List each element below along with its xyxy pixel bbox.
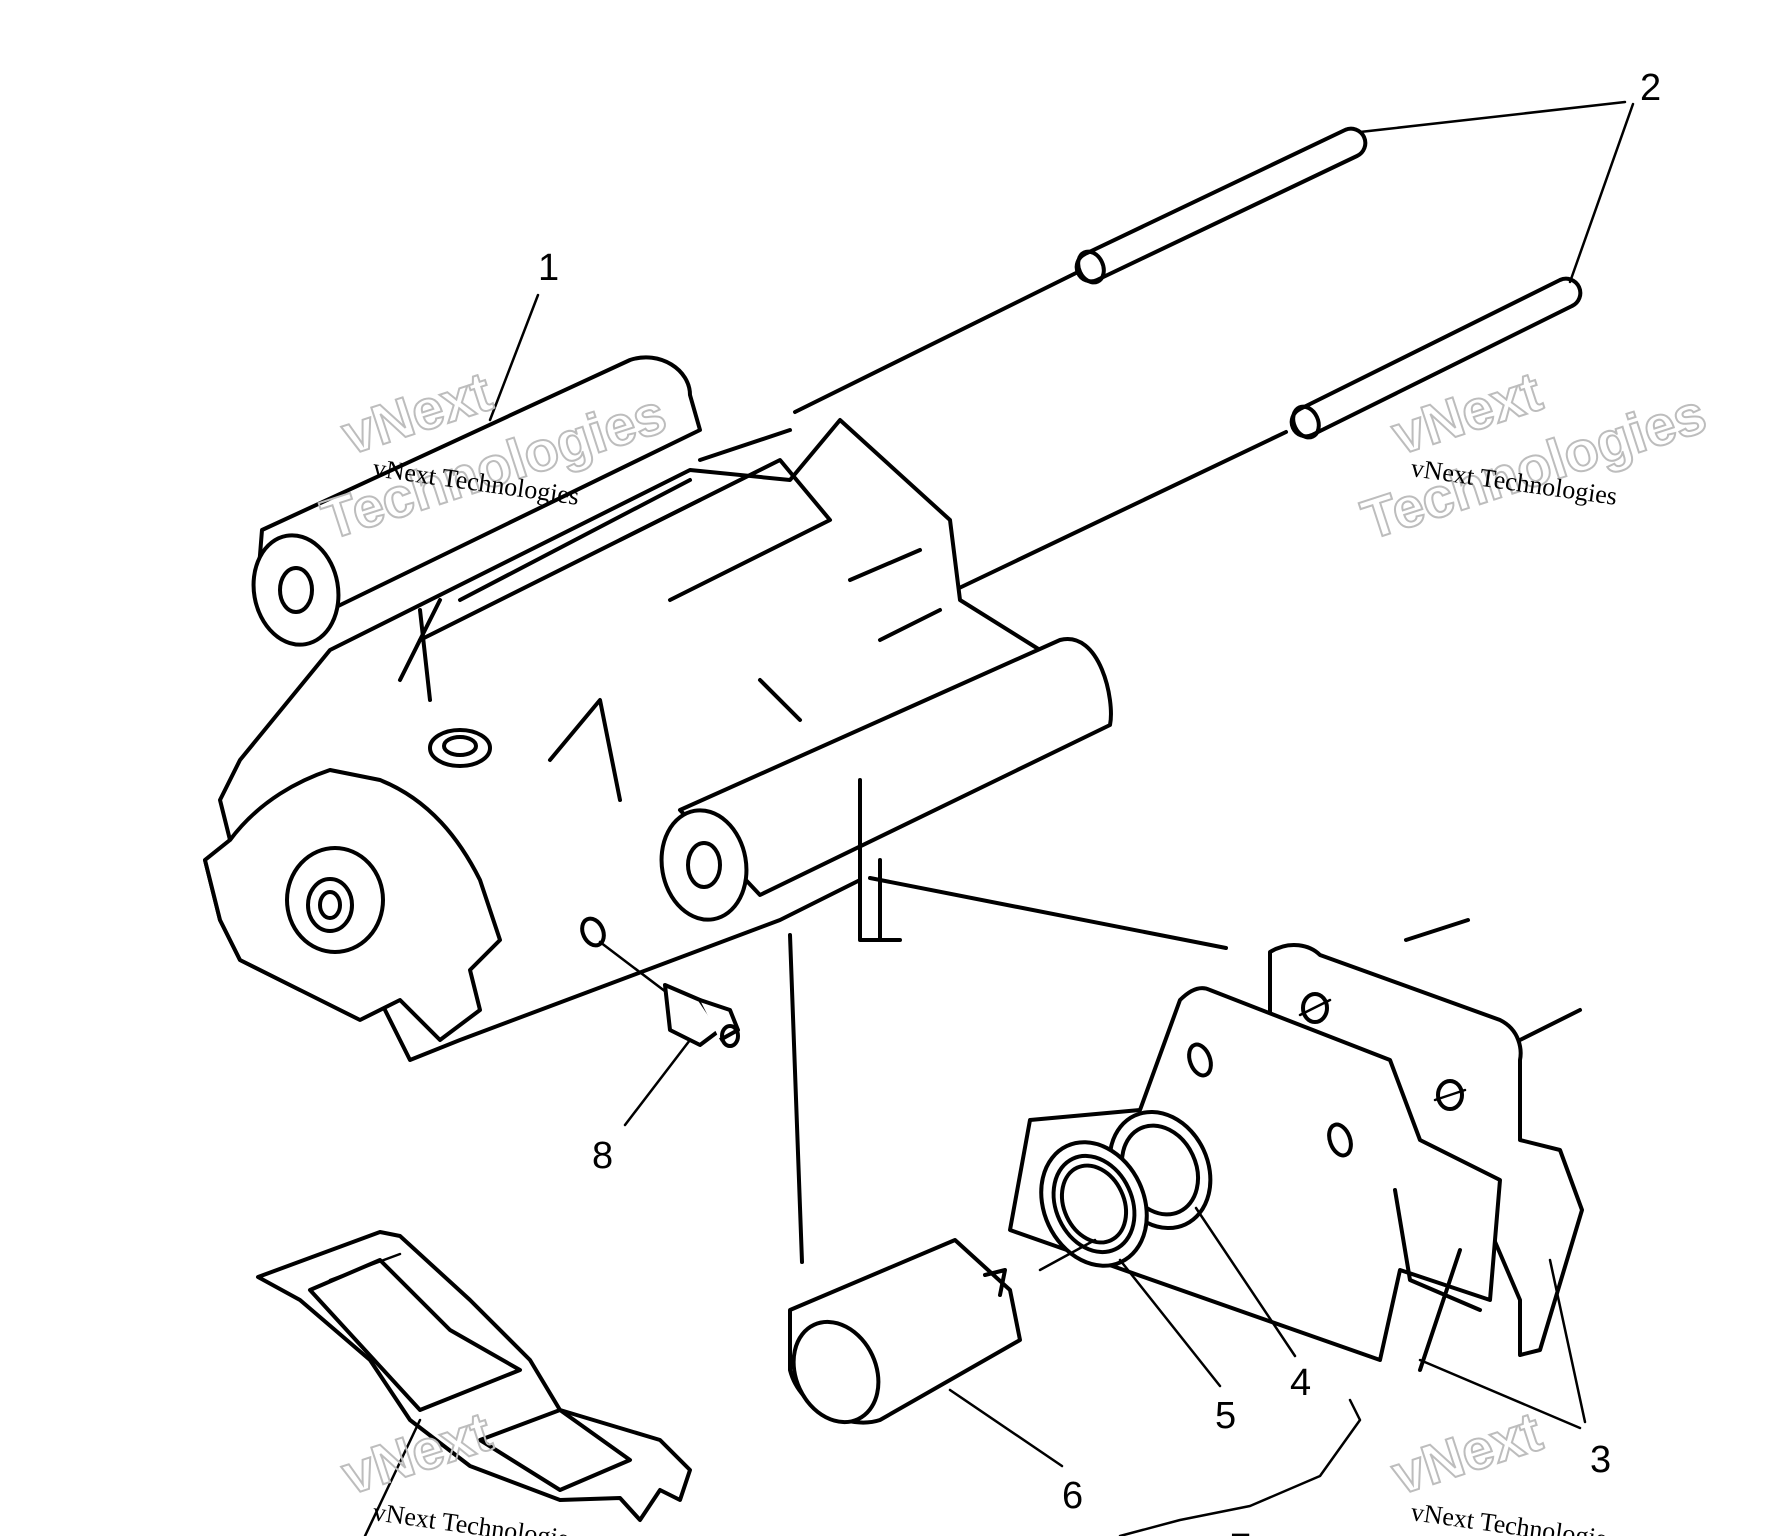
svg-text:vNext Technologies: vNext Technologies: [371, 1497, 581, 1536]
grease-nipple: [598, 940, 740, 1048]
callout-5: 5: [1215, 1395, 1236, 1437]
valve-plate: [1008, 943, 1584, 1372]
callout-7: 7: [1230, 1527, 1251, 1536]
callout-4: 4: [1290, 1362, 1311, 1404]
leader-4: [1194, 1206, 1297, 1358]
callout-1: 1: [538, 247, 559, 289]
leader-1: [488, 293, 540, 422]
pump-body: [203, 355, 1113, 1062]
dowel-pin-upper: [1074, 126, 1368, 285]
plate-alignment-line-3: [1518, 1008, 1582, 1042]
plate-alignment-line-1: [868, 876, 1228, 950]
plate-alignment-line-2: [1404, 918, 1470, 942]
leader-2b: [1568, 102, 1635, 284]
svg-text:vNext Technologies: vNext Technologies: [1409, 1497, 1619, 1536]
callout-6: 6: [1062, 1475, 1083, 1517]
callout-3: 3: [1590, 1439, 1611, 1481]
pin-alignment-line-upper: [793, 270, 1080, 414]
leader-gasket: [363, 1418, 422, 1536]
svg-text:vNext: vNext: [1384, 1399, 1549, 1506]
callout-8: 8: [592, 1135, 613, 1177]
leader-6: [948, 1388, 1064, 1468]
pin-alignment-line-lower: [953, 430, 1288, 592]
relief-valve-ring-5: [1038, 1140, 1149, 1272]
leader-8: [623, 1038, 692, 1127]
leader-3b: [1548, 1258, 1587, 1424]
leader-3a: [1418, 1358, 1582, 1430]
leader-5: [1118, 1258, 1222, 1388]
relief-valve-plunger: [788, 1238, 1022, 1425]
bracket-7: [1118, 1398, 1362, 1536]
pump-gasket: [256, 1230, 692, 1522]
leader-2a: [1358, 100, 1627, 134]
plunger-alignment-line: [788, 933, 804, 1264]
callout-2: 2: [1640, 67, 1661, 109]
